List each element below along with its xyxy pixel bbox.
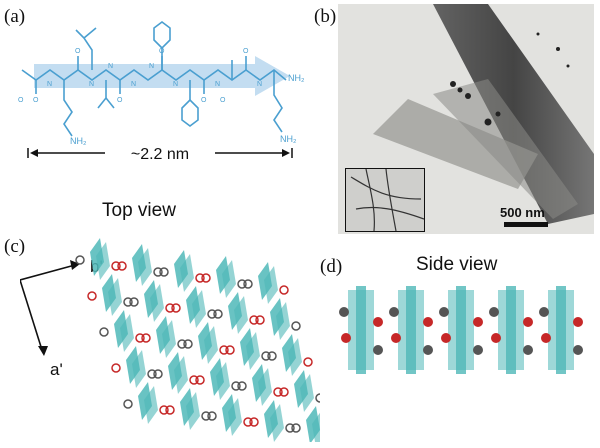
panel-label-b: (b) — [314, 6, 337, 27]
carbonyl-label: O — [159, 48, 165, 55]
peptide-stack — [389, 286, 433, 374]
nh-label: N — [173, 81, 178, 88]
peptide-stack — [159, 250, 205, 292]
peptide-stack — [291, 406, 320, 442]
peptide-structure-diagram: N N N N N N N N O O O O O O O O NH₂ NH₂ … — [18, 21, 305, 163]
nh-label: N — [215, 81, 220, 88]
peptide-stack — [171, 286, 217, 328]
tem-micrograph — [338, 4, 594, 234]
carbonyl-label: O — [18, 97, 24, 104]
amine-label: NH₂ — [280, 134, 297, 144]
side-view-caption: Side view — [416, 254, 498, 275]
length-label: ~2.2 nm — [131, 146, 189, 163]
peptide-stack — [339, 286, 383, 374]
peptide-stack — [237, 364, 283, 406]
peptide-stack — [267, 334, 313, 376]
scale-bar — [504, 222, 548, 227]
top-view-model: b' a' — [20, 238, 320, 442]
carbonyl-label: O — [33, 97, 39, 104]
peptide-stack — [201, 256, 247, 298]
carbonyl-label: O — [117, 97, 123, 104]
nh-label: N — [108, 63, 113, 70]
peptide-stack — [153, 352, 199, 394]
peptide-stack — [123, 382, 169, 424]
tem-inset-image — [345, 168, 425, 232]
panel-label-c: (c) — [4, 236, 26, 257]
nh-label: N — [257, 81, 262, 88]
carbonyl-label: O — [220, 97, 226, 104]
peptide-stack — [243, 262, 289, 304]
top-view-caption: Top view — [102, 200, 176, 221]
peptide-stack — [87, 274, 133, 316]
nh-label: N — [47, 81, 52, 88]
amine-label: NH₂ — [70, 136, 87, 146]
peptide-stack — [255, 298, 301, 340]
peptide-stack — [111, 346, 157, 388]
panel-label-d: (d) — [320, 256, 343, 277]
peptide-stack — [129, 280, 175, 322]
peptide-stack — [539, 286, 583, 374]
peptide-stack — [279, 370, 320, 412]
peptide-stack — [99, 310, 145, 352]
nh-label: N — [149, 63, 154, 70]
scale-bar-label: 500 nm — [500, 205, 545, 220]
peptide-stack — [75, 238, 121, 280]
peptide-stack — [489, 286, 533, 374]
amine-label: NH₂ — [288, 73, 305, 83]
carbonyl-label: O — [75, 48, 81, 55]
peptide-stack — [207, 394, 253, 436]
peptide-stack — [439, 286, 483, 374]
peptide-stack — [141, 316, 187, 358]
peptide-stack — [249, 400, 295, 442]
peptide-stack — [195, 358, 241, 400]
peptide-stack — [183, 322, 229, 364]
side-view-model — [339, 286, 583, 374]
peptide-stack — [165, 388, 211, 430]
carbonyl-label: O — [243, 48, 249, 55]
panel-label-a: (a) — [4, 6, 26, 27]
nh-label: N — [131, 81, 136, 88]
carbonyl-label: O — [201, 97, 207, 104]
peptide-stack — [225, 328, 271, 370]
nh-label: N — [89, 81, 94, 88]
peptide-stack — [213, 292, 259, 334]
axis-a-label: a' — [50, 360, 63, 379]
peptide-stack — [117, 244, 163, 286]
